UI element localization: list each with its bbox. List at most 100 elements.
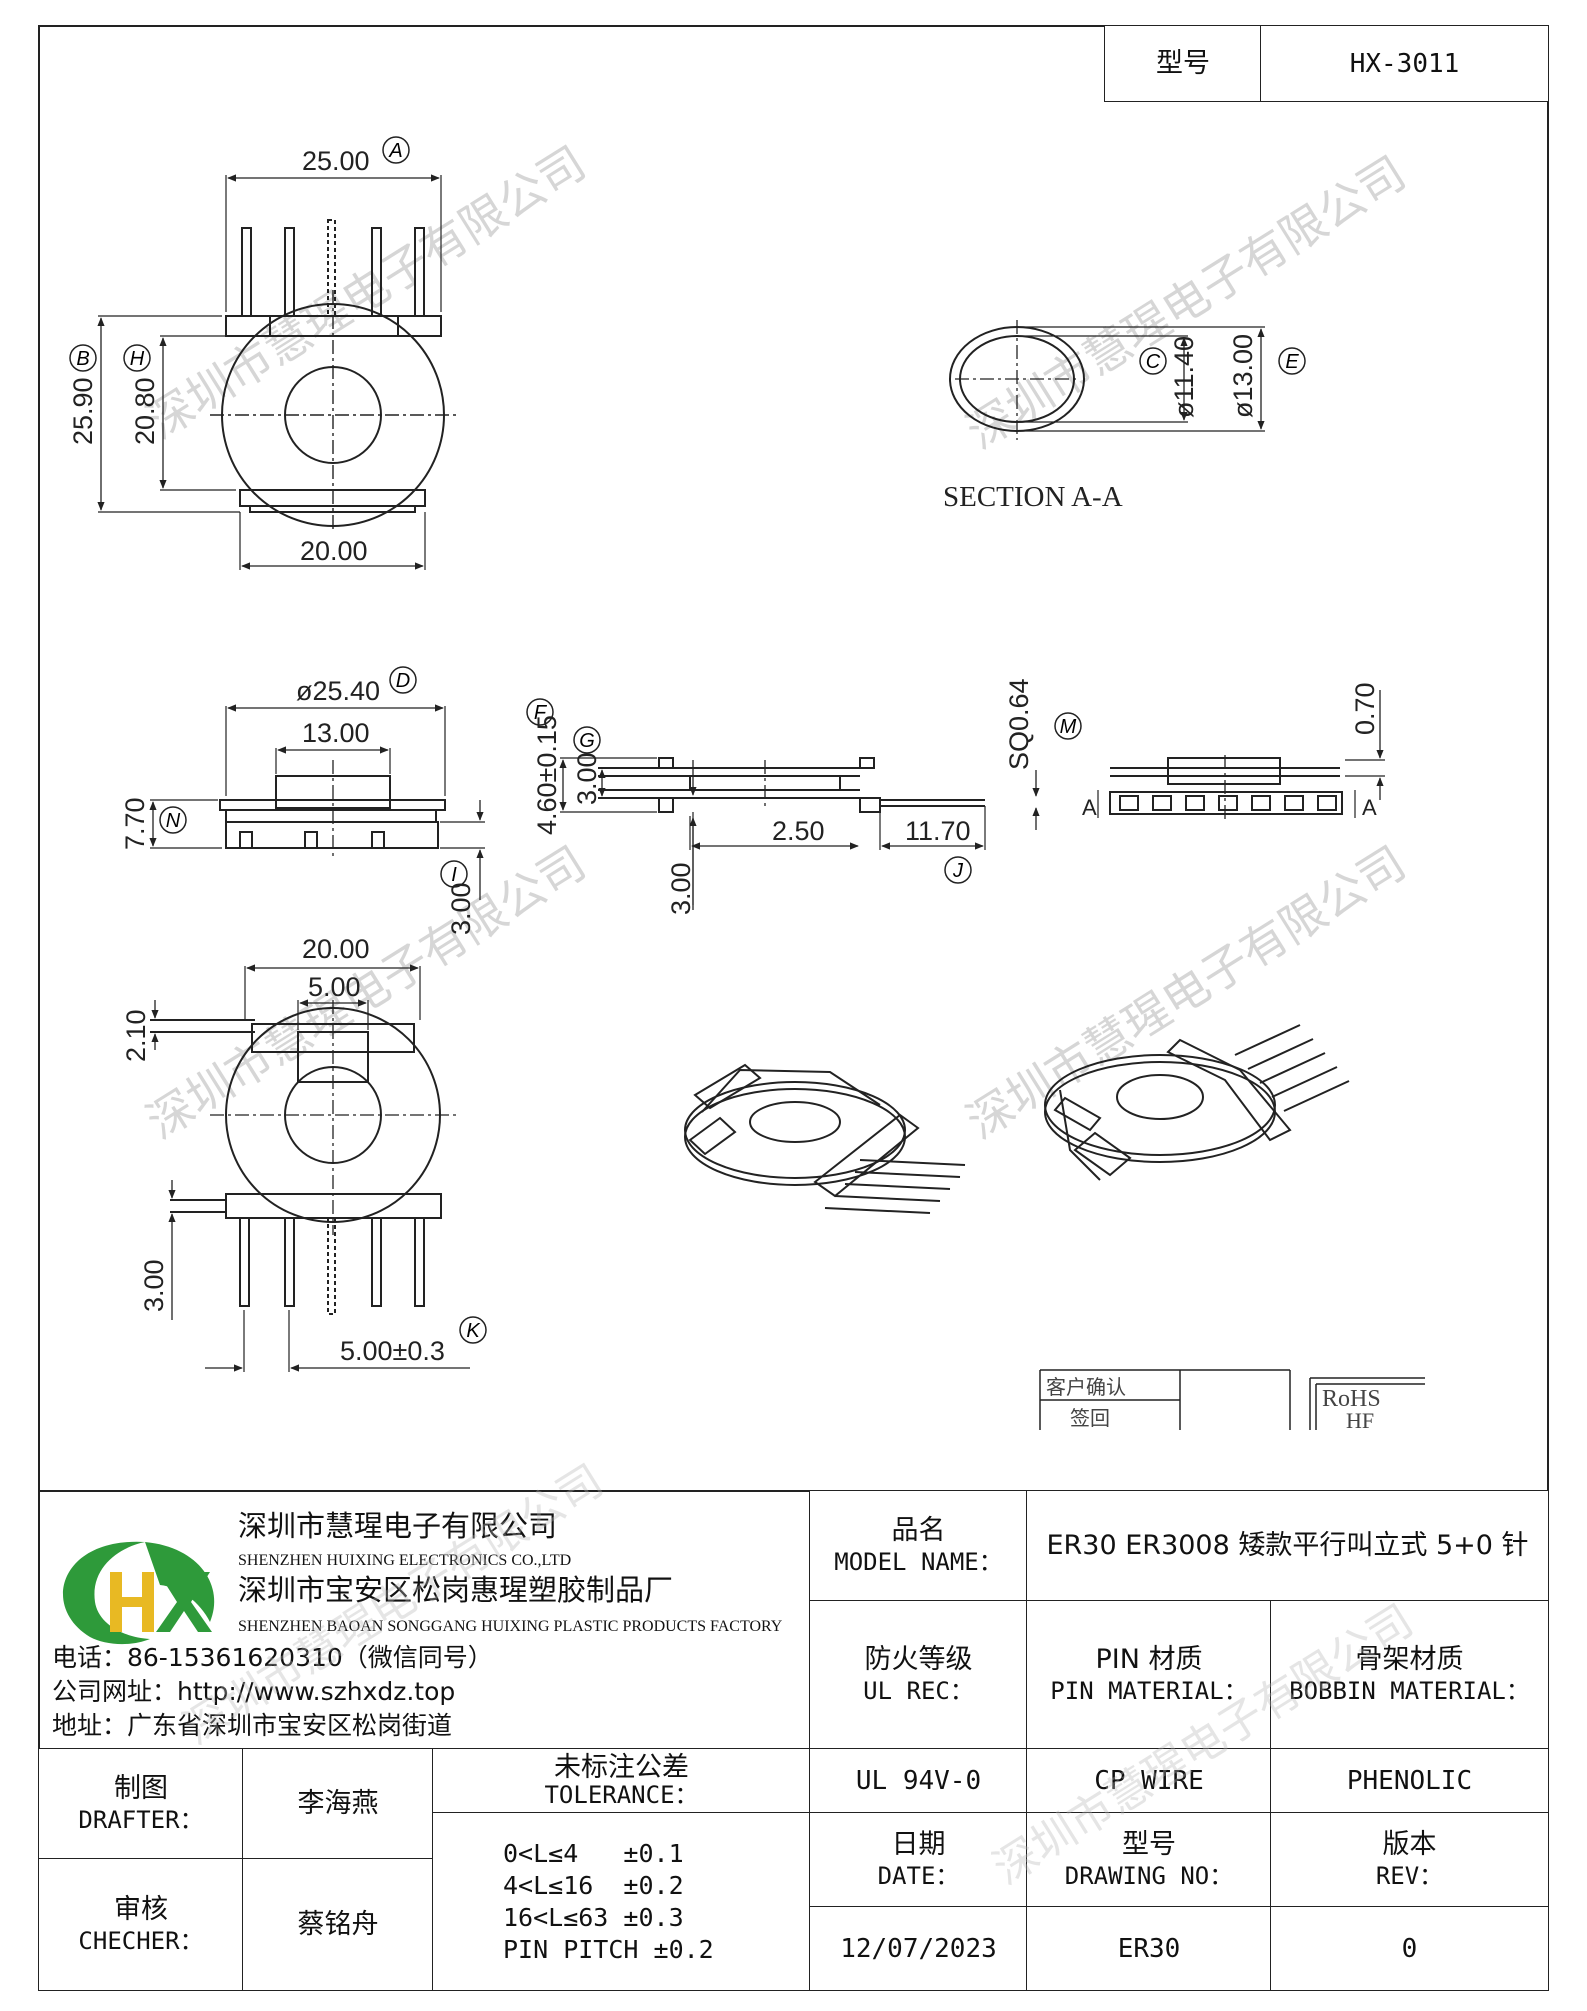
pin-row-view xyxy=(1097,690,1385,820)
bobbin-material-value: PHENOLIC xyxy=(1270,1748,1549,1814)
svg-text:C: C xyxy=(1146,351,1161,373)
dim-top-width: 25.00 xyxy=(302,146,370,176)
section-view xyxy=(949,320,1265,440)
svg-text:D: D xyxy=(396,670,410,692)
tolerance-label: 未标注公差 TOLERANCE： xyxy=(432,1748,811,1814)
company-area: HX 深圳市慧瑆电子有限公司 SHENZHEN HUIXING ELECTRON… xyxy=(40,1492,810,1750)
model-name-label: 品名 MODEL NAME： xyxy=(809,1490,1028,1602)
callout-N: N xyxy=(159,806,187,834)
bottom-view xyxy=(150,964,470,1372)
callout-E: E xyxy=(1278,347,1306,375)
svg-text:M: M xyxy=(1060,716,1077,738)
tolerance-values: 0<L≤4 ±0.1 4<L≤16 ±0.2 16<L≤63 ±0.3 PIN … xyxy=(432,1812,811,1991)
title-block-frame xyxy=(38,1490,1549,1492)
stamp-hf: HF xyxy=(1346,1408,1374,1433)
pin-material-value: CP WIRE xyxy=(1026,1748,1272,1814)
isometric-view-right xyxy=(1044,1024,1350,1181)
factory-name-cn: 深圳市宝安区松岗惠瑆塑胶制品厂 xyxy=(238,1573,674,1607)
dim-flange-dia: ø25.40 xyxy=(296,676,380,706)
callout-H: H xyxy=(123,344,151,372)
approval-stamp xyxy=(1039,1369,1291,1430)
dim-bot-slot: 5.00 xyxy=(308,972,361,1002)
dim-bot-210: 2.10 xyxy=(121,1009,151,1062)
tolerance-line: 0<L≤4 ±0.1 xyxy=(503,1838,684,1868)
dim-height-770: 7.70 xyxy=(120,797,150,850)
dim-top-height: 25.90 xyxy=(68,377,98,445)
revision-value: 0 xyxy=(1270,1906,1549,1991)
section-mark-left: A xyxy=(1082,795,1097,820)
svg-text:N: N xyxy=(166,810,181,832)
company-name-cn: 深圳市慧瑆电子有限公司 xyxy=(238,1509,558,1543)
company-logo: HX xyxy=(50,1527,215,1645)
svg-text:I: I xyxy=(451,864,457,886)
pin-material-label: PIN 材质 PIN MATERIAL： xyxy=(1026,1600,1272,1750)
dim-pitch: 5.00±0.3 xyxy=(340,1336,445,1366)
svg-text:B: B xyxy=(76,348,89,370)
svg-text:K: K xyxy=(466,1320,481,1342)
dim-bot-width: 20.00 xyxy=(302,934,370,964)
dim-section-outer: ø13.00 xyxy=(1228,334,1258,418)
dim-sq: SQ0.64 xyxy=(1004,678,1034,770)
company-website: 公司网址：http://www.szhxdz.top xyxy=(52,1677,456,1706)
dim-side-460: 4.60±0.15 xyxy=(532,715,562,835)
isometric-view-left xyxy=(684,1063,966,1214)
factory-name-en: SHENZHEN BAOAN SONGGANG HUIXING PLASTIC … xyxy=(238,1618,783,1635)
checker-label: 审核 CHECHER： xyxy=(38,1858,244,1991)
callout-M: M xyxy=(1054,712,1082,740)
dim-core-width: 13.00 xyxy=(302,718,370,748)
callout-D: D xyxy=(389,666,417,694)
dim-bot-300: 3.00 xyxy=(139,1259,169,1312)
checker-value: 蔡铭舟 xyxy=(242,1858,434,1991)
watermark: 深圳市慧瑆电子有限公司 xyxy=(958,836,1415,1148)
drafter-value: 李海燕 xyxy=(242,1748,434,1860)
dim-t070: 0.70 xyxy=(1350,682,1380,735)
svg-text:A: A xyxy=(388,140,402,162)
dim-side-300: 3.00 xyxy=(572,752,602,805)
dim-bottom-width: 20.00 xyxy=(300,536,368,566)
drawing-no-value: ER30 xyxy=(1026,1906,1272,1991)
svg-text:H: H xyxy=(130,348,145,370)
dim-side-300b: 3.00 xyxy=(666,862,696,915)
company-name-en: SHENZHEN HUIXING ELECTRONICS CO.,LTD xyxy=(238,1552,572,1569)
dim-section-inner: ø11.40 xyxy=(1169,336,1199,418)
tolerance-line: 4<L≤16 ±0.2 xyxy=(503,1870,684,1900)
bobbin-material-label: 骨架材质 BOBBIN MATERIAL： xyxy=(1270,1600,1549,1750)
company-address: 地址：广东省深圳市宝安区松岗街道 xyxy=(52,1711,453,1740)
company-phone: 电话：86-15361620310（微信同号） xyxy=(52,1643,493,1672)
watermark: 深圳市慧瑆电子有限公司 xyxy=(138,136,595,448)
fire-rating-value: UL 94V-0 xyxy=(809,1748,1028,1814)
stamp-customer-return: 签回 xyxy=(1070,1407,1110,1430)
callout-C: C xyxy=(1139,347,1167,375)
side-view xyxy=(559,757,1040,910)
tolerance-line: 16<L≤63 ±0.3 xyxy=(503,1902,684,1932)
callout-F: F xyxy=(526,698,554,726)
drawing-no-label: 型号 DRAWING NO： xyxy=(1026,1812,1272,1908)
date-label: 日期 DATE： xyxy=(809,1812,1028,1908)
stamp-customer-confirm: 客户确认 xyxy=(1046,1376,1126,1399)
section-mark-right: A xyxy=(1362,795,1377,820)
front-view xyxy=(149,704,485,900)
callout-A: A xyxy=(382,136,410,164)
technical-drawing: 深圳市慧瑆电子有限公司 深圳市慧瑆电子有限公司 深圳市慧瑆电子有限公司 深圳市慧… xyxy=(68,136,1425,1433)
top-view xyxy=(97,174,460,570)
callout-K: K xyxy=(459,1316,487,1344)
stamp-rohs: RoHS xyxy=(1322,1386,1381,1412)
callout-I: I xyxy=(440,860,468,888)
header-model-label: 型号 xyxy=(1104,25,1262,102)
rohs-stamp xyxy=(1309,1377,1425,1430)
header-model-value: HX-3011 xyxy=(1260,25,1549,102)
svg-text:J: J xyxy=(952,860,964,882)
dim-pin-300a: 3.00 xyxy=(446,882,476,935)
fire-rating-label: 防火等级 UL REC： xyxy=(809,1600,1028,1750)
callout-B: B xyxy=(69,344,97,372)
svg-text:E: E xyxy=(1285,351,1299,373)
model-name-value: ER30 ER3008 矮款平行叫立式 5+0 针 xyxy=(1026,1490,1549,1602)
logo-text: HX xyxy=(50,1527,52,1528)
callout-J: J xyxy=(944,856,972,884)
svg-text:G: G xyxy=(579,730,595,752)
callout-G: G xyxy=(573,726,601,754)
drafter-label: 制图 DRAFTER： xyxy=(38,1748,244,1860)
tolerance-line: PIN PITCH ±0.2 xyxy=(503,1934,714,1964)
dim-side-250: 2.50 xyxy=(772,816,825,846)
revision-label: 版本 REV： xyxy=(1270,1812,1549,1908)
